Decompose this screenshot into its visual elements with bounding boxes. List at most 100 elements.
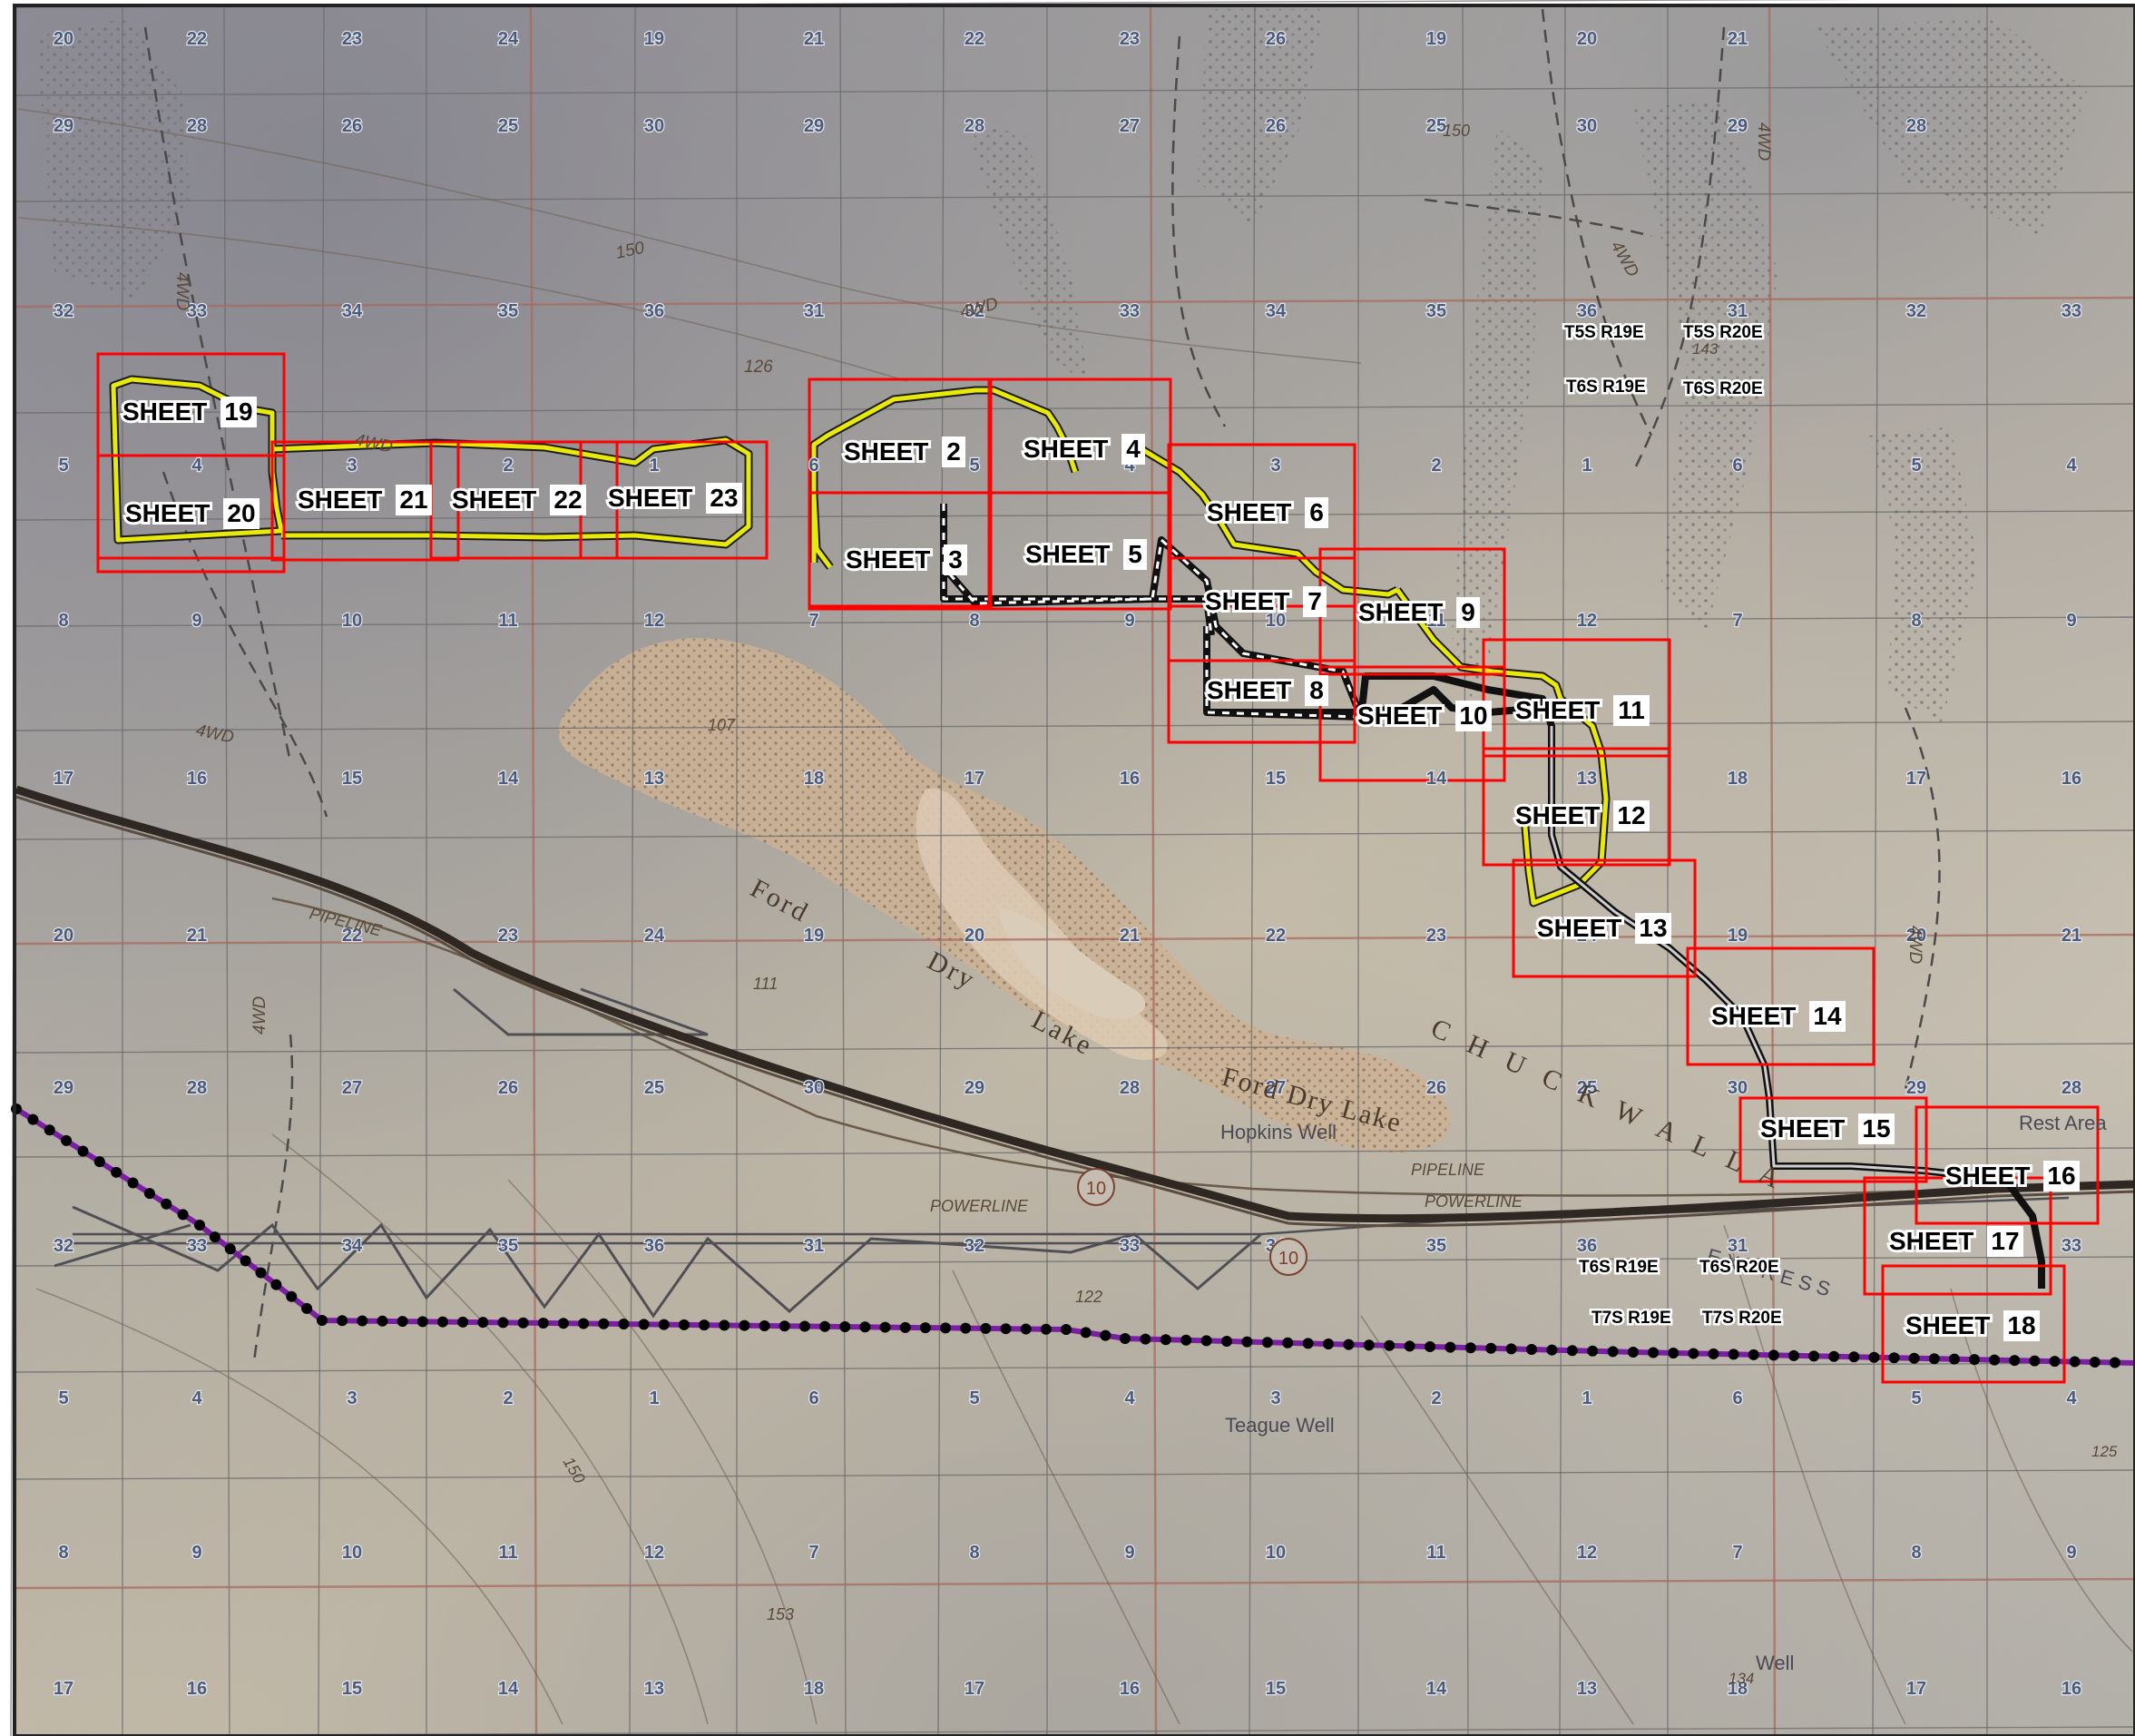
transmission-tower-dot (1445, 1341, 1456, 1353)
section-number: 33 (2062, 1236, 2081, 1256)
transmission-tower-dot (1808, 1350, 1820, 1362)
transmission-tower-dot (1648, 1347, 1660, 1358)
transmission-tower-dot (255, 1267, 267, 1279)
section-number: 5 (58, 1388, 68, 1408)
transmission-tower-dot (719, 1319, 730, 1331)
sheet-label-word: SHEET (1905, 1311, 1990, 1339)
transmission-tower-dot (2089, 1357, 2101, 1368)
4wd-label: 4WD (250, 996, 269, 1035)
transmission-tower-dot (127, 1177, 139, 1189)
transmission-tower-dot (1261, 1337, 1273, 1349)
transmission-tower-dot (27, 1113, 39, 1125)
section-number: 23 (1426, 926, 1446, 946)
section-number: 31 (804, 1236, 824, 1256)
section-number: 31 (1728, 301, 1748, 321)
section-number: 16 (2062, 1679, 2081, 1699)
sheet-label-word: SHEET (1889, 1227, 1973, 1255)
transmission-tower-dot (940, 1322, 952, 1334)
section-number: 19 (804, 926, 824, 946)
transmission-tower-dot (678, 1319, 690, 1330)
sheet-number-box (942, 436, 965, 467)
section-number: 17 (965, 769, 984, 789)
section-number: 10 (1266, 1543, 1286, 1563)
section-number: 16 (1120, 769, 1140, 789)
sheet-box (987, 491, 1172, 611)
section-number: 24 (498, 29, 519, 49)
well-label: Well (1756, 1652, 1794, 1674)
section-number: 36 (644, 301, 664, 321)
transmission-tower-dot (517, 1317, 529, 1329)
transmission-tower-dot (93, 1156, 105, 1168)
grid-line (15, 510, 2135, 521)
transmission-tower-dot (1928, 1353, 1940, 1365)
section-number: 9 (2066, 1543, 2076, 1563)
section-number: 16 (1120, 1679, 1140, 1699)
section-number: 12 (1577, 1543, 1597, 1563)
transmission-tower-dot (1425, 1341, 1435, 1352)
section-number: 13 (1577, 1679, 1597, 1699)
section-number: 27 (1266, 1078, 1286, 1098)
section-number: 12 (644, 611, 664, 631)
interstate-shield: 10 10 (1077, 1168, 1307, 1276)
section-number: 16 (187, 769, 207, 789)
section-number: 22 (965, 29, 984, 49)
township-labels: T5S R19E T5S R20E T6S R19E T6S R20E T6S … (1562, 321, 1785, 1330)
sheet-box (1915, 1105, 2100, 1225)
transmission-tower-dot (879, 1321, 891, 1333)
grid-line (15, 1469, 2135, 1480)
section-number: 23 (1120, 29, 1140, 49)
powerline-label: POWERLINE (930, 1197, 1029, 1215)
section-number: 5 (969, 456, 979, 476)
section-number: 2 (1431, 1388, 1441, 1408)
grid-line (15, 721, 2135, 731)
sheet-label-word: SHEET (1205, 587, 1289, 615)
powerline (73, 1196, 2070, 1245)
sheet-label-word: SHEET (122, 397, 207, 426)
sheet-box (1738, 1096, 1928, 1183)
transmission-tower-dot (337, 1315, 348, 1327)
section-number: 25 (644, 1078, 664, 1098)
transmission-tower-dot (457, 1316, 469, 1328)
section-number: 23 (498, 926, 518, 946)
section-number: 19 (644, 29, 664, 49)
transmission-tower-dot (1200, 1335, 1212, 1347)
section-number: 32 (1906, 1236, 1926, 1256)
section-number: 22 (187, 29, 207, 49)
section-number: 16 (2062, 769, 2081, 789)
section-number: 17 (54, 769, 73, 789)
proposed-route (940, 504, 2045, 1289)
sheet-box (1512, 858, 1697, 978)
section-number: 36 (1577, 301, 1597, 321)
section-number: 30 (1577, 116, 1597, 136)
transmission-tower-dot (1080, 1327, 1092, 1339)
section-number: 25 (1426, 116, 1446, 136)
section-number: 31 (1728, 1236, 1748, 1256)
section-number: 31 (804, 301, 824, 321)
transmission-tower-dot (1768, 1349, 1779, 1361)
transmission-tower-dot (1160, 1334, 1171, 1346)
section-number: 23 (342, 29, 362, 49)
section-number: 11 (498, 1543, 517, 1563)
transmission-tower-dot (1464, 1342, 1476, 1354)
sheet-box (1881, 1264, 2066, 1384)
transmission-tower-dot (1888, 1352, 1900, 1364)
section-number: 33 (2062, 301, 2081, 321)
section-number: 15 (342, 1679, 362, 1699)
township-grid (10, 0, 2135, 1736)
transmission-tower-dot (1282, 1337, 1294, 1349)
section-number: 29 (804, 116, 824, 136)
section-number: 13 (1577, 769, 1597, 789)
elevation-label: 126 (744, 358, 773, 377)
transmission-tower-dot (2069, 1356, 2081, 1368)
section-number: 19 (1728, 926, 1748, 946)
section-number: 26 (1266, 29, 1286, 49)
transmission-tower-dot (638, 1319, 650, 1330)
sheet-label-word: SHEET (1357, 701, 1442, 730)
